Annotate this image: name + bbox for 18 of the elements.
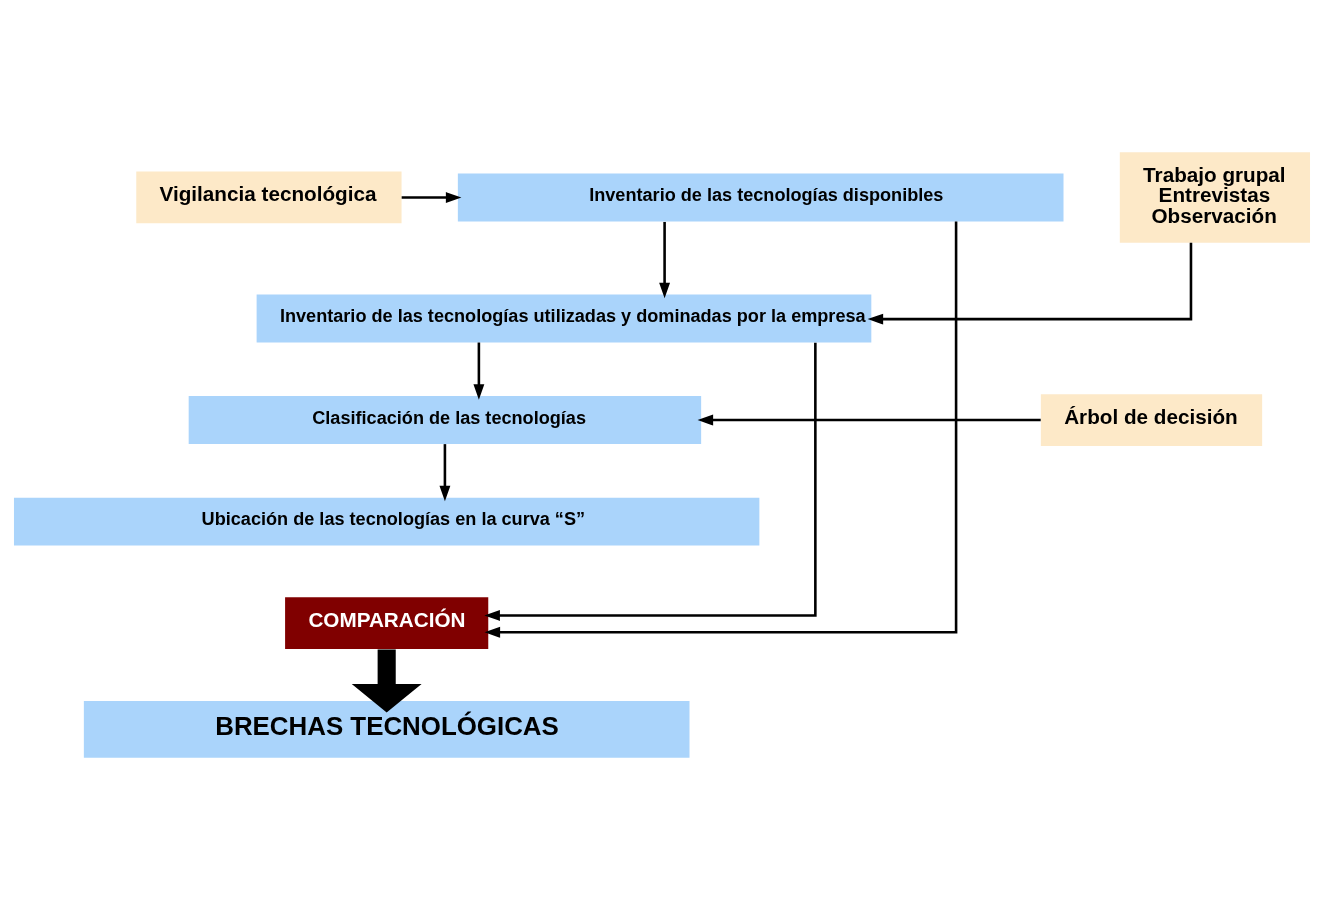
- arrow: [697, 414, 1041, 426]
- arrow: [473, 342, 485, 400]
- node-box: COMPARACIÓN: [285, 597, 489, 650]
- arrow: [659, 221, 671, 299]
- arrow: [484, 342, 817, 621]
- arrow: [484, 221, 958, 638]
- arrow: [439, 444, 451, 502]
- arrow: [351, 649, 422, 713]
- node-box: Árbol de decisión: [1040, 394, 1263, 446]
- node-box: Trabajo grupal Entrevistas Observación: [1119, 152, 1311, 243]
- node-box: Clasificación de las tecnologías: [188, 396, 702, 444]
- arrow: [867, 242, 1193, 325]
- node-box: BRECHAS TECNOLÓGICAS: [83, 700, 690, 758]
- node-box: Vigilancia tecnológica: [136, 171, 402, 224]
- node-box: Ubicación de las tecnologías en la curva “S”: [13, 497, 760, 546]
- node-box: Inventario de las tecnologías utilizadas y dominadas por la empresa: [256, 294, 872, 343]
- arrow: [401, 192, 462, 203]
- node-box: Inventario de las tecnologías disponibles: [457, 173, 1064, 222]
